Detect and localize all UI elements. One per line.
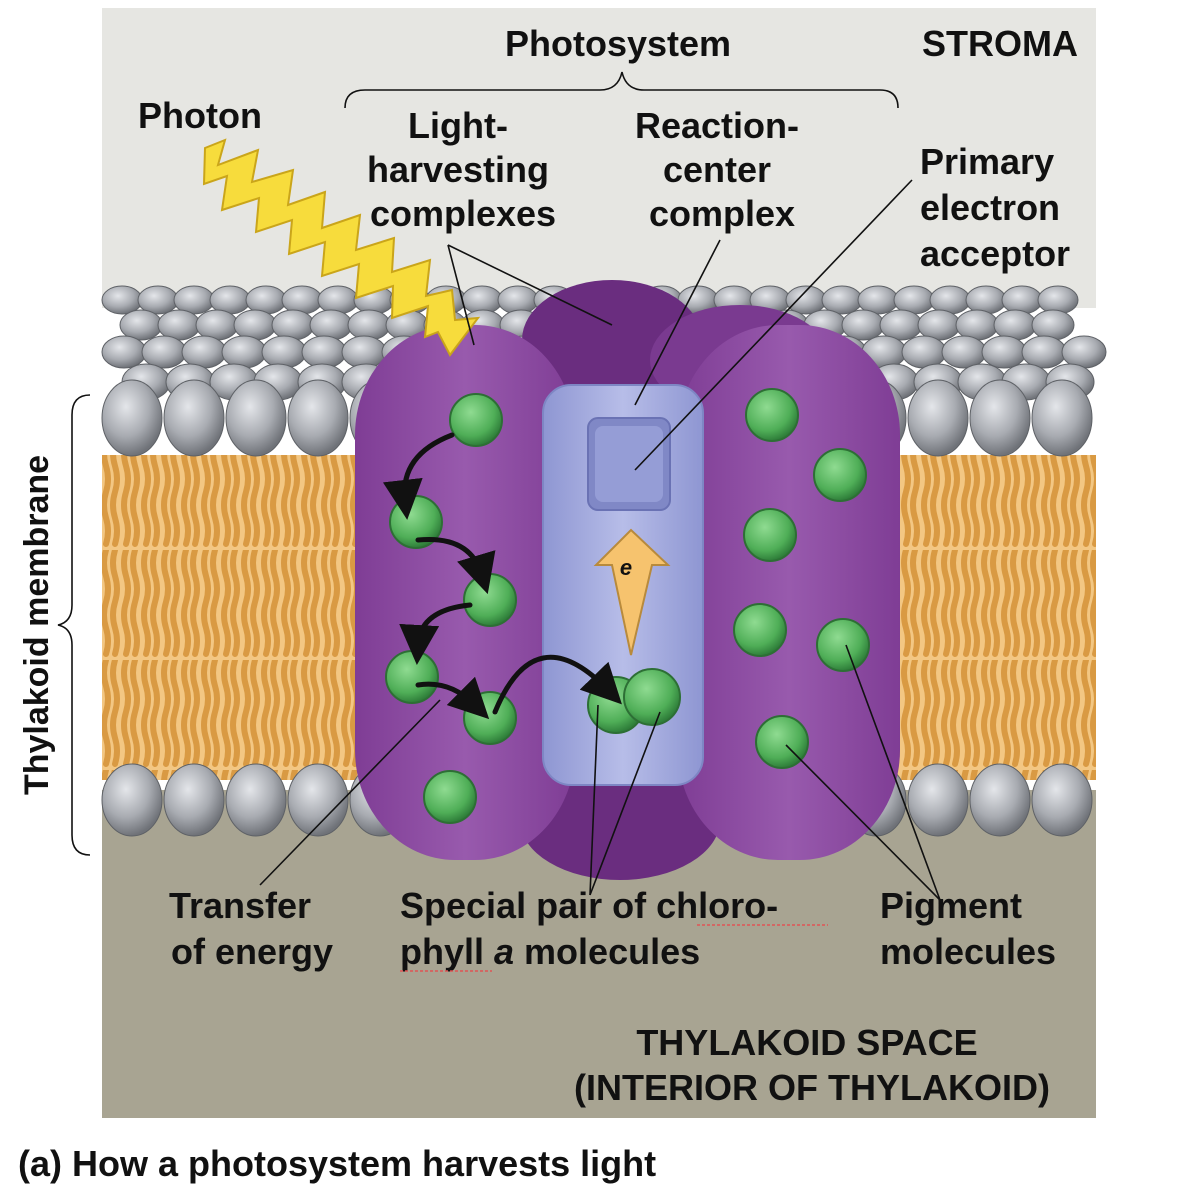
label-photosystem: Photosystem [505,23,731,64]
lipid-head-lower [163,763,225,837]
transfer-arrow-1 [382,432,455,520]
leader-pigment-upper [845,644,941,901]
photon-lightning-icon [202,138,481,357]
lipid-head-lower [969,763,1031,837]
brace-photosystem [344,71,899,109]
lipid-head-upper [941,335,987,369]
lipid-head-upper [1031,309,1075,341]
lipid-head-upper [181,335,227,369]
lipid-head-lower [101,763,163,837]
leader-light-harvesting-left [447,244,475,346]
lipid-head-upper [101,379,163,457]
leader-special-pair-left [589,704,599,896]
lipid-head-upper [141,335,187,369]
lipid-head-upper [1021,335,1067,369]
lipid-head-upper [163,379,225,457]
lipid-head-upper [101,285,143,315]
lipid-head-lower [1031,763,1093,837]
lipid-head-upper [841,309,885,341]
lipid-head-upper [101,335,147,369]
lipid-head-upper [965,285,1007,315]
label-transfer-energy: Transfer of energy [169,885,333,972]
lipid-head-upper [261,335,307,369]
pigment-molecule [449,393,503,447]
lipid-head-upper [1061,335,1107,369]
lipid-head-upper [157,309,201,341]
label-photon: Photon [138,95,262,136]
lipid-head-upper [879,309,923,341]
lipid-head-upper [347,309,391,341]
pigment-molecule [813,448,867,502]
lipid-head-upper [287,379,349,457]
pigment-molecule [733,603,787,657]
lipid-head-upper [955,309,999,341]
special-pair-molecule-right [623,668,681,726]
lipid-head-upper [1031,379,1093,457]
label-light-harvesting: Light- harvesting complexes [367,105,559,234]
transfer-arrow-4 [415,676,490,720]
lipid-head-upper [271,309,315,341]
lipid-head-upper [917,309,961,341]
label-special-pair-line2: phyll a molecules [400,931,700,972]
acceptor-face [595,426,663,502]
complex-back-bottom [520,760,720,880]
energy-transfer-arrows [382,432,622,720]
lipid-head-upper [981,335,1027,369]
label-thylakoid-space: THYLAKOID SPACE (INTERIOR OF THYLAKOID) [574,1022,1050,1108]
pigment-molecule [423,770,477,824]
electron-label: e [620,555,632,580]
lipid-head-upper [1037,285,1079,315]
leader-reaction-center [634,239,721,406]
lipid-head-upper [119,309,163,341]
leader-transfer-energy [259,699,441,886]
transfer-arrow-5 [492,654,622,715]
label-special-pair: Special pair of chloro- [400,885,778,926]
transfer-arrow-2 [415,536,496,595]
lipid-head-upper [317,285,359,315]
stroma-region [102,8,1096,308]
pigment-molecule [745,388,799,442]
label-primary-acceptor: Primary electron acceptor [920,141,1070,274]
label-stroma: STROMA [922,23,1078,64]
pigment-molecule [385,650,439,704]
lipid-head-upper [195,309,239,341]
label-reaction-center: Reaction- center complex [635,105,809,234]
leader-lines [57,71,941,901]
label-pigment-molecules: Pigment molecules [880,885,1056,972]
lipid-head-upper [969,379,1031,457]
pigment-molecule [816,618,870,672]
lipid-head-lower [907,763,969,837]
lipid-head-upper [907,379,969,457]
lipid-head-lower [225,763,287,837]
lipid-head-upper [1001,285,1043,315]
transfer-arrow-3 [399,602,473,665]
leader-primary-acceptor [634,179,913,471]
lipid-head-upper [221,335,267,369]
lipid-head-upper [301,335,347,369]
brace-thylakoid-membrane [57,394,91,856]
figure-caption: (a) How a photosystem harvests light [18,1143,656,1184]
lipid-head-upper [233,309,277,341]
electron-arrow [593,528,671,656]
lipid-head-lower [287,763,349,837]
pigment-molecule [463,573,517,627]
leader-special-pair-right [589,711,661,896]
leader-pigment-lower [785,744,941,901]
lipid-head-upper [225,379,287,457]
lipid-head-upper [993,309,1037,341]
leader-light-harvesting-right [447,244,613,326]
lipid-head-upper [901,335,947,369]
lipid-head-upper [281,285,323,315]
pigment-molecule [743,508,797,562]
lipid-head-upper [309,309,353,341]
label-thylakoid-membrane: Thylakoid membrane [18,455,56,795]
